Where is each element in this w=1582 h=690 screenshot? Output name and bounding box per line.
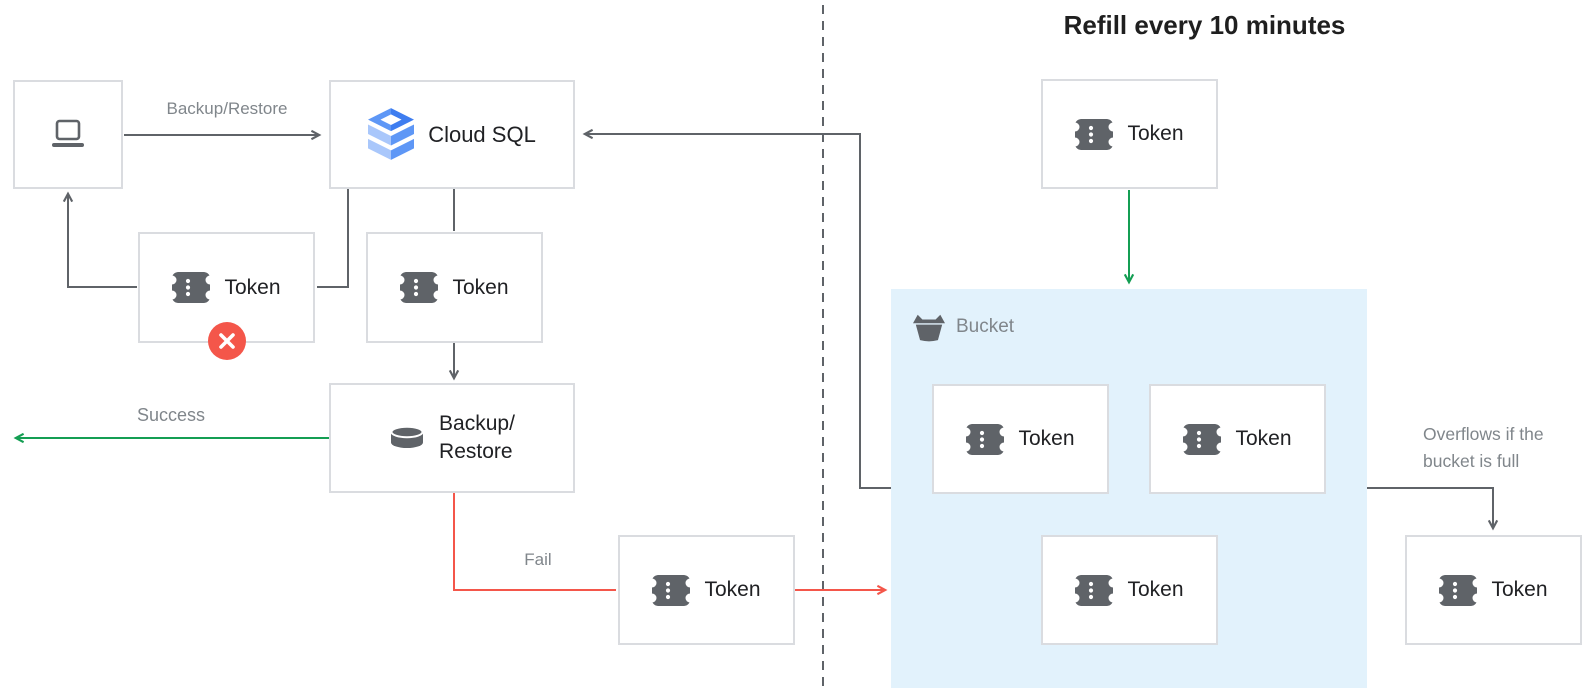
token-node-refill: Token (1041, 79, 1218, 189)
backup-restore-edge-label: Backup/Restore (166, 99, 288, 118)
edge-token-to-client (62, 191, 137, 288)
success-edge-label: Success (136, 405, 206, 425)
token-label: Token (1127, 122, 1184, 145)
bucket-label: Bucket (956, 316, 1015, 337)
token-label: Token (1491, 578, 1548, 601)
bucket-header: Bucket (912, 311, 1014, 343)
backup-restore-label-line1: Backup/ (439, 412, 515, 435)
token-node-fail: Token (618, 535, 795, 645)
token-label: Token (1235, 427, 1292, 450)
refill-title: Refill every 10 minutes (1063, 10, 1346, 40)
token-label: Token (224, 275, 281, 299)
token-icon (1075, 575, 1113, 606)
cloud-sql-label: Cloud SQL (428, 121, 536, 147)
token-icon (652, 575, 690, 606)
token-label: Token (1127, 578, 1184, 601)
token-icon (400, 272, 438, 303)
edge-cloudsql-to-token-consumed (317, 189, 349, 288)
overflow-label-line2: bucket is full (1423, 451, 1520, 471)
token-node-granted: Token (366, 232, 543, 343)
backup-restore-label-line2: Restore (439, 440, 513, 463)
token-icon (1439, 575, 1477, 606)
cloud-sql-icon (368, 107, 414, 163)
cloud-sql-node: Cloud SQL (329, 80, 575, 189)
token-node-consumed: Token (138, 232, 315, 343)
token-label: Token (1018, 427, 1075, 450)
laptop-icon (49, 119, 87, 151)
token-node-bucket-3: Token (1041, 535, 1218, 645)
backup-restore-node: Backup/ Restore (329, 383, 575, 493)
fail-edge-label: Fail (524, 550, 552, 569)
edge-fail (453, 493, 616, 591)
token-node-bucket-1: Token (932, 384, 1109, 494)
database-icon (389, 425, 425, 451)
x-icon (208, 322, 246, 360)
client-node (13, 80, 123, 189)
token-icon (172, 272, 210, 303)
overflow-label-line1: Overflows if the (1423, 424, 1544, 444)
token-node-overflow: Token (1405, 535, 1582, 645)
token-label: Token (704, 578, 761, 601)
token-icon (1183, 424, 1221, 455)
edge-bucket-overflow (1367, 487, 1499, 531)
overflow-label: Overflows if the bucket is full (1423, 421, 1544, 475)
token-label: Token (452, 275, 509, 299)
token-node-bucket-2: Token (1149, 384, 1326, 494)
token-icon (966, 424, 1004, 455)
token-icon (1075, 119, 1113, 150)
edge-bucket-to-cloudsql (582, 128, 891, 489)
